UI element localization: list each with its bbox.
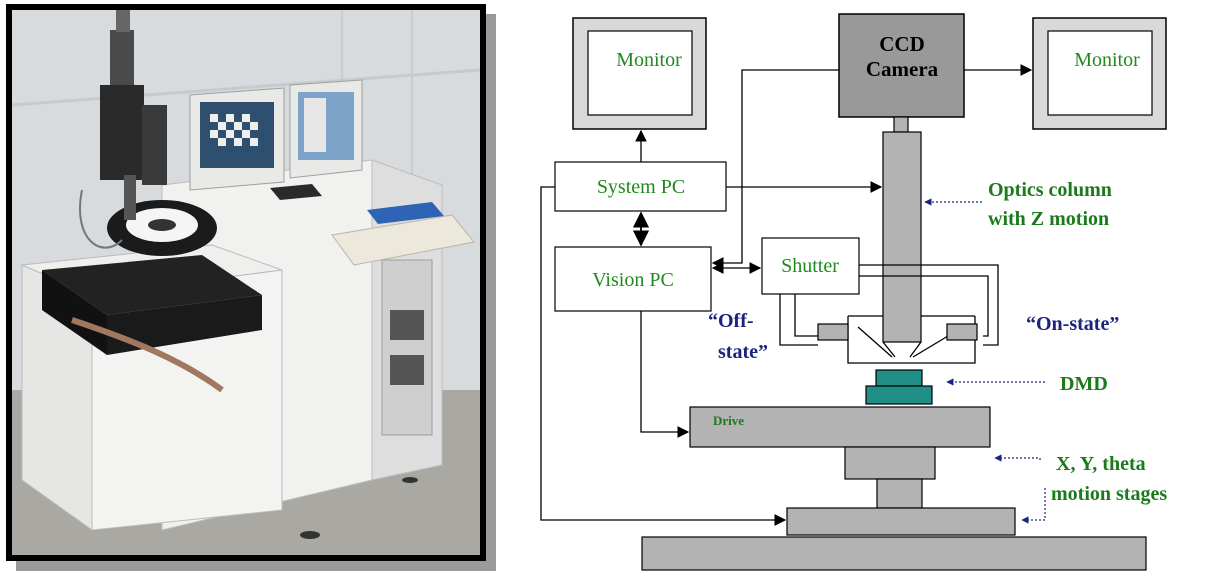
- stages-label-line1: X, Y, theta: [1056, 453, 1146, 475]
- photo-inner: [12, 10, 480, 555]
- photo-illustration: [12, 10, 480, 555]
- ccd-camera: CCD Camera: [838, 13, 965, 118]
- equipment-photo: [6, 4, 486, 561]
- reflector-left: [817, 323, 849, 341]
- stage-y: [876, 478, 923, 509]
- reflector-right: [946, 323, 978, 341]
- vision-pc: Vision PC: [554, 246, 712, 312]
- optics-label-line1: Optics column: [988, 179, 1112, 201]
- callouts: [924, 198, 1046, 524]
- monitor-left: Monitor: [572, 17, 707, 130]
- off-state-label-line1: “Off-: [708, 310, 754, 332]
- ccd-label-line1: CCD: [879, 32, 925, 56]
- dmd-label: DMD: [1060, 373, 1108, 395]
- stages-label-line2: motion stages: [1051, 483, 1167, 505]
- ccd-label-line2: Camera: [866, 57, 939, 81]
- optics-label-line2: with Z motion: [988, 208, 1109, 230]
- base-plate: [641, 536, 1147, 571]
- stage-theta: [844, 446, 936, 480]
- monitor-right: Monitor: [1032, 17, 1167, 130]
- dmd-device: [865, 369, 933, 405]
- system-pc-label: System PC: [597, 176, 685, 198]
- on-state-label: “On-state”: [1026, 313, 1119, 335]
- drive-stage: [689, 406, 991, 448]
- stage-x: [786, 507, 1016, 536]
- vision-pc-label: Vision PC: [592, 269, 674, 291]
- drive-label: Drive: [713, 413, 744, 428]
- off-state-label-line2: state”: [718, 341, 768, 363]
- shutter-label: Shutter: [781, 255, 839, 277]
- optics-column: [882, 116, 922, 343]
- monitor-left-label: Monitor: [616, 49, 682, 71]
- system-pc: System PC: [554, 161, 727, 212]
- shutter: Shutter: [761, 237, 860, 295]
- monitor-right-label: Monitor: [1074, 49, 1140, 71]
